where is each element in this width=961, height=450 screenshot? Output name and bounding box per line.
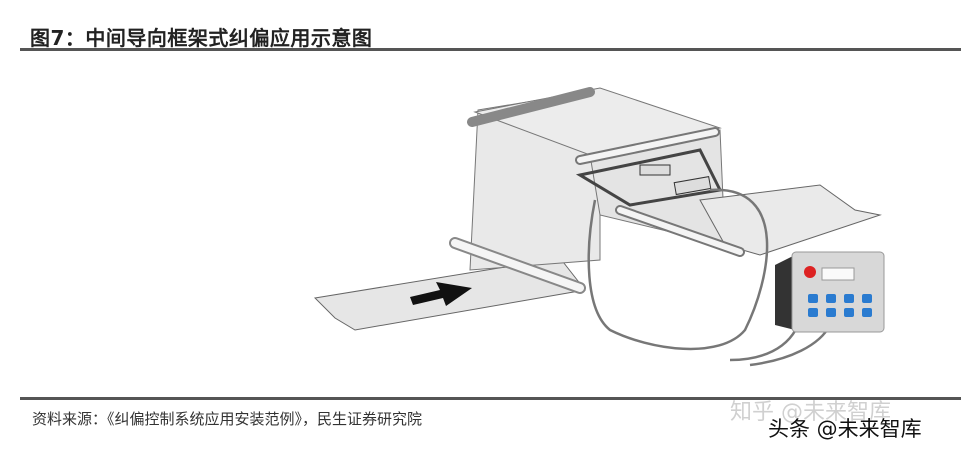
top-divider (20, 48, 961, 51)
direction-arrow (410, 282, 472, 306)
top-roller (467, 87, 595, 127)
display-screen (821, 267, 855, 281)
edge-sensor (673, 176, 712, 196)
controller-side (775, 255, 795, 330)
keypad (808, 294, 872, 317)
bottom-divider (20, 397, 961, 400)
zhihu-watermark: 知乎 @未来智库 (730, 400, 891, 425)
logo-icon (804, 266, 816, 278)
toutiao-watermark: 头条 @未来智库 (768, 417, 922, 441)
sensor-cable (587, 188, 769, 351)
figure-source: 资料来源：《纠偏控制系统应用安装范例》，民生证券研究院 (32, 410, 423, 428)
figure-title: 图7：中间导向框架式纠偏应用示意图 (30, 26, 373, 50)
controller-panel (791, 251, 885, 333)
